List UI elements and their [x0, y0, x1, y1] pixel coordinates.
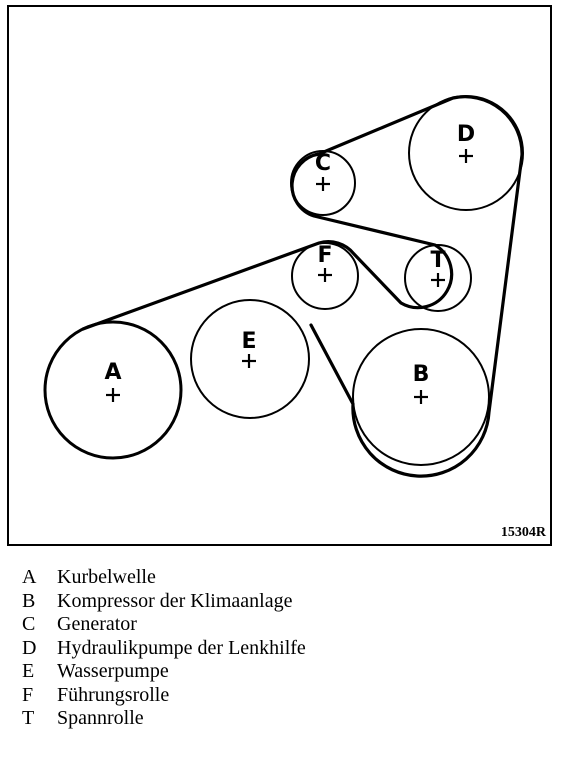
pulley-F	[291, 242, 359, 310]
pulley-legend: A Kurbelwelle B Kompressor der Klimaanla…	[22, 566, 306, 731]
belt-routing-diagram: A B C D E F T	[43, 95, 524, 478]
pulley-label-T: T	[430, 248, 445, 273]
pulley-A	[43, 320, 183, 460]
legend-description: Kurbelwelle	[57, 566, 156, 589]
pulley-label-B: B	[413, 362, 430, 387]
legend-key: A	[22, 566, 37, 589]
legend-item: A Kurbelwelle	[22, 566, 306, 590]
legend-description: Spannrolle	[57, 707, 144, 730]
pulley-D	[408, 95, 524, 211]
pulley-label-C: C	[315, 151, 331, 176]
legend-item: T Spannrolle	[22, 707, 306, 731]
legend-key: D	[22, 636, 37, 659]
legend-item: D Hydraulikpumpe der Lenkhilfe	[22, 637, 306, 661]
legend-key: C	[22, 613, 36, 636]
pulley-label-A: A	[104, 360, 121, 385]
pulley-label-D: D	[457, 122, 475, 147]
pulley-B	[352, 328, 490, 466]
legend-description: Kompressor der Klimaanlage	[57, 589, 293, 612]
pulley-label-E: E	[241, 329, 256, 354]
pulley-T	[404, 244, 472, 312]
legend-key: B	[22, 589, 36, 612]
legend-key: F	[22, 683, 34, 706]
diagram-reference-code: 15304R	[500, 525, 546, 540]
legend-key: T	[22, 707, 35, 730]
belt-diagram-frame: A B C D E F T 15304R	[7, 5, 552, 546]
legend-item: F Führungsrolle	[22, 684, 306, 708]
drive-belt	[81, 95, 524, 478]
legend-key: E	[22, 660, 35, 683]
legend-description: Führungsrolle	[57, 683, 170, 706]
pulley-E	[190, 299, 310, 419]
legend-description: Hydraulikpumpe der Lenkhilfe	[57, 636, 306, 659]
legend-item: E Wasserpumpe	[22, 660, 306, 684]
legend-item: C Generator	[22, 613, 306, 637]
pulley-label-F: F	[317, 243, 332, 268]
legend-item: B Kompressor der Klimaanlage	[22, 590, 306, 614]
pulley-center-marks	[106, 149, 473, 404]
legend-description: Generator	[57, 613, 137, 636]
pulley-C	[290, 150, 356, 216]
legend-description: Wasserpumpe	[57, 660, 169, 683]
